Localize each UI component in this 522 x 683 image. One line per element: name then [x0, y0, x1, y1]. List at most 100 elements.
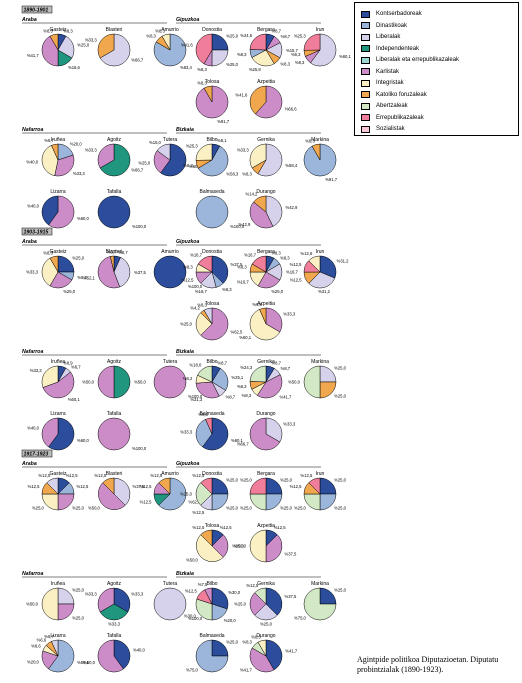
pie-data-label: %14,2 — [246, 192, 259, 197]
pie-data-label: %8,3 — [280, 62, 290, 67]
legend-item: Liberalak eta errepublikazaleak — [361, 55, 459, 65]
pie-data-label: %8,3 — [242, 172, 252, 177]
pie-data-label: %60,1 — [239, 335, 252, 340]
pie-data-label: %8,3 — [251, 634, 261, 639]
pie-slice — [97, 587, 115, 613]
pie-data-label: %8,7 — [281, 34, 291, 39]
pie-title: Donostia — [202, 249, 222, 255]
pie-title: Tolosa — [205, 523, 220, 529]
pie: Bergara%8,3%8,3%16,7%25,0%16,7%8,3%16,7 — [237, 249, 299, 294]
pie-title: Lizarra — [50, 411, 66, 417]
pie-data-label: %41,7 — [240, 668, 253, 673]
pie: Balmaseda%25,0%75,0 — [186, 633, 239, 673]
pie-slice — [254, 587, 267, 605]
period-tag-box — [21, 227, 53, 236]
pie-slice — [211, 255, 229, 284]
pie: Amurrio%100,0 — [153, 249, 203, 289]
pie: Tafalla%100,0 — [97, 411, 147, 451]
pie-data-label: %8,3 — [183, 163, 193, 168]
pie-title: Bilbo — [206, 359, 217, 365]
pie: Amurrio%83,4%8,3%8,3 — [146, 27, 192, 70]
pie-title: Donostia — [202, 27, 222, 33]
pie: Blasteri%6,7%37,5%52,1%3,7 — [83, 249, 147, 289]
pie-data-label: %25,0 — [72, 588, 85, 593]
pie-data-label: %30,0 — [184, 613, 197, 618]
pie: Tafalla%40,0%60,0 — [83, 633, 146, 673]
pie-data-label: %8,3 — [43, 28, 53, 33]
pie-title: Gernika — [257, 137, 275, 143]
pie-slice — [41, 257, 59, 287]
pie-slice — [41, 417, 59, 448]
pie-data-label: %16,7 — [237, 280, 250, 285]
pie-data-label: %25,0 — [334, 478, 347, 483]
pie-slice — [255, 85, 283, 119]
period-tag-label: 1903-1915 — [24, 230, 49, 236]
pie-data-label: %41,6 — [181, 42, 194, 47]
pie-data-label: %50,0 — [82, 380, 95, 385]
pie: Bilbo%30,0%20,0%30,0%12,5%7,5 — [184, 581, 241, 623]
pie: Tolosa%62,5%25,0%4,2%8,3 — [180, 301, 243, 341]
pie-data-label: %42,9 — [238, 222, 251, 227]
pie-title: Iruñea — [51, 137, 65, 143]
pie-data-label: %37,5 — [285, 551, 298, 556]
pie-data-label: %25,0 — [180, 492, 193, 497]
pie-title: Irun — [316, 27, 325, 33]
legend-item: Abertzaleak — [361, 101, 408, 111]
pie-slice — [153, 587, 187, 621]
pie-slice — [310, 33, 337, 67]
pie-data-label: %12,5 — [150, 473, 163, 478]
pie-slice — [49, 255, 59, 273]
pie-data-label: %25,0 — [226, 62, 239, 67]
legend-swatch — [361, 79, 370, 87]
pie-data-label: %33,3 — [73, 171, 86, 176]
pie-slice — [97, 417, 131, 451]
pie-data-label: %8,3 — [43, 250, 53, 255]
pie-data-label: %25,0 — [72, 256, 85, 261]
pie-slice — [265, 417, 283, 443]
pie-slice — [197, 145, 229, 177]
pie-slice — [249, 477, 267, 495]
pie-title: Tafalla — [107, 633, 122, 639]
pie-slice — [46, 477, 59, 495]
pie-slice — [204, 587, 213, 605]
pie-data-label: %16,7 — [244, 252, 257, 257]
pie-slice — [113, 477, 131, 506]
pie-title: Gernika — [257, 359, 275, 365]
pie-data-label: %66,7 — [131, 58, 144, 63]
province-label: Nafarroa — [22, 571, 43, 577]
pie-data-label: %8,3 — [155, 28, 165, 33]
pie-slice — [265, 534, 283, 563]
pie-data-label: %50,0 — [186, 558, 199, 563]
figure-caption: Agintpide politikoa Diputazioetan. Diput… — [357, 655, 499, 674]
pie-data-label: %83,4 — [180, 65, 193, 70]
pie-data-label: %3,7 — [107, 250, 117, 255]
pie: Markina%25,0%75,0 — [294, 581, 347, 621]
pie-slice — [203, 85, 213, 103]
legend-item: Errepublikazaleak — [361, 113, 424, 123]
pie-slice — [161, 33, 171, 51]
pie-data-label: %100,0 — [132, 446, 147, 451]
pie-data-label: %41,6 — [235, 93, 248, 98]
pie-slice — [97, 256, 121, 289]
pie-slice — [202, 417, 229, 451]
pie-data-label: %25,3 — [186, 144, 199, 149]
pie: Irun%60,1%8,3%6,3%25,3 — [291, 27, 352, 67]
pie-title: Gasteiz — [50, 249, 67, 255]
pie-data-label: %8,3 — [237, 264, 247, 269]
legend-item: Integristak — [361, 78, 404, 88]
province-label: Bizkaia — [176, 571, 194, 577]
pie: Tutera%60,0%25,0%15,0 — [138, 137, 202, 177]
pie-title: Balmaseda — [199, 189, 224, 195]
pie-data-label: %25,0 — [180, 322, 193, 327]
pie-data-label: %25,0 — [232, 544, 245, 549]
pie-data-label: %50,0 — [26, 602, 39, 607]
pie-slice — [97, 195, 131, 229]
pie-data-label: %75,0 — [294, 616, 307, 621]
pie-slice — [251, 255, 267, 273]
legend-label: Dinastikoak — [376, 22, 408, 29]
pie-title: Bergara — [257, 471, 275, 477]
pie-data-label: %33,3 — [283, 422, 296, 427]
pie-data-label: %31,2 — [318, 289, 331, 294]
pie-title: Irun — [316, 249, 325, 255]
